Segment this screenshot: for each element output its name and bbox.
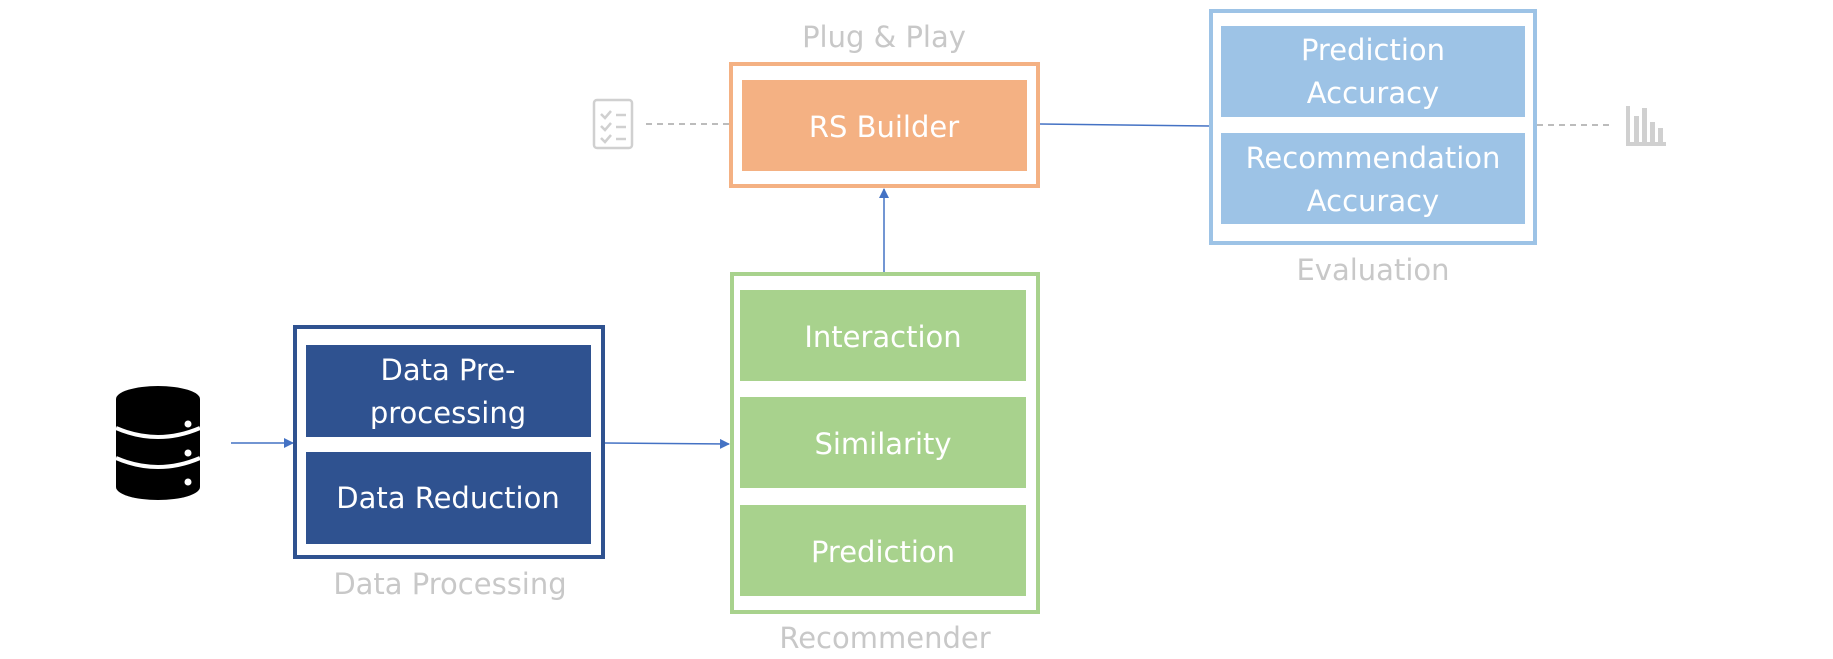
similarity-box <box>740 397 1026 488</box>
recommender-group: Interaction Similarity Prediction Recomm… <box>730 272 1040 655</box>
bar-chart-icon <box>1626 106 1666 146</box>
data-preprocessing-label-line2: processing <box>370 396 526 430</box>
recommendation-accuracy-label-line2: Accuracy <box>1307 184 1439 218</box>
evaluation-group: Prediction Accuracy Recommendation Accur… <box>1209 9 1537 287</box>
checklist-icon <box>592 98 634 150</box>
rs-builder-box <box>742 80 1027 171</box>
data-reduction-box <box>306 452 591 544</box>
connector-processing-to-recommender <box>604 438 730 449</box>
prediction-accuracy-label-line1: Prediction <box>1301 33 1445 67</box>
data-preprocessing-box <box>306 345 591 437</box>
plug-and-play-group: Plug & Play RS Builder <box>729 20 1040 188</box>
prediction-box <box>740 505 1026 596</box>
recommender-caption: Recommender <box>779 621 990 655</box>
recommendation-accuracy-label-line1: Recommendation <box>1246 141 1501 175</box>
similarity-label: Similarity <box>814 427 951 461</box>
connector-builder-to-evaluation <box>1039 123 1210 127</box>
interaction-label: Interaction <box>804 320 961 354</box>
evaluation-caption: Evaluation <box>1296 253 1449 287</box>
database-icon <box>115 386 201 500</box>
data-processing-group: Data Pre- processing Data Reduction Data… <box>293 325 605 601</box>
recommendation-accuracy-box <box>1221 133 1525 224</box>
data-preprocessing-label-line1: Data Pre- <box>380 353 515 387</box>
prediction-accuracy-box <box>1221 26 1525 117</box>
plug-and-play-caption: Plug & Play <box>802 20 966 54</box>
prediction-label: Prediction <box>811 535 955 569</box>
prediction-accuracy-label-line2: Accuracy <box>1307 76 1439 110</box>
data-processing-caption: Data Processing <box>333 567 566 601</box>
rs-builder-label: RS Builder <box>809 110 959 144</box>
data-reduction-label: Data Reduction <box>336 481 559 515</box>
interaction-box <box>740 290 1026 381</box>
